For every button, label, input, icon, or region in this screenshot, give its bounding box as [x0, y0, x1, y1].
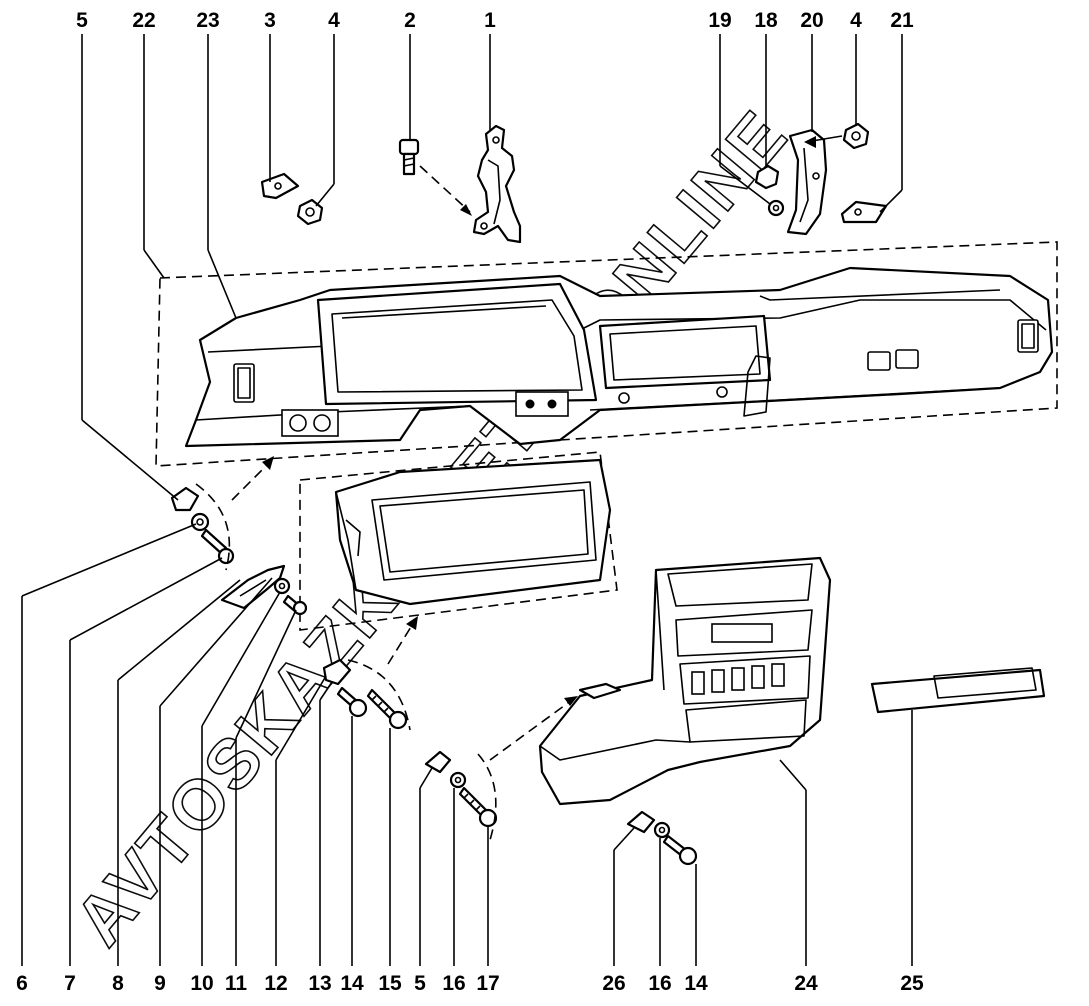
callout-bottom-10: 10: [190, 972, 213, 995]
lower-fasteners-group: [424, 750, 498, 828]
washer-16-right: [653, 821, 671, 839]
callout-top-20: 20: [800, 9, 823, 32]
right-switch-2: [895, 349, 919, 369]
callout-bottom-6: 6: [16, 972, 28, 995]
assembly-arrows: [231, 135, 843, 761]
callout-bottom-13: 13: [308, 972, 331, 995]
screw-11: [282, 594, 308, 616]
callout-bottom-12: 12: [264, 972, 287, 995]
callout-top-19: 19: [708, 9, 731, 32]
right-vent: [1017, 319, 1039, 353]
right-switch-1: [867, 351, 891, 371]
callout-bottom-16b: 16: [648, 972, 671, 995]
callout-bottom-26: 26: [602, 972, 625, 995]
callout-bottom-5: 5: [414, 972, 426, 995]
callout-top-4: 4: [328, 9, 340, 32]
left-fasteners-group: [170, 486, 308, 616]
diagram-title: Dashboard (instrument panel) assembly - …: [1060, 1001, 1085, 1004]
callout-bottom-15: 15: [378, 972, 402, 995]
callout-top-2: 2: [404, 9, 416, 32]
callout-bottom-7: 7: [64, 972, 76, 995]
main-panel-dashed-frame: [155, 241, 1058, 467]
callout-bottom-25: 25: [900, 972, 924, 995]
dashboard-main-panel: [184, 266, 1054, 448]
callout-bottom-9: 9: [154, 972, 166, 995]
callout-bottom-11: 11: [225, 972, 248, 995]
callout-bottom-17: 17: [476, 972, 499, 995]
callout-top-1: 1: [484, 9, 496, 32]
washer-16: [449, 771, 467, 789]
callout-top-5: 5: [76, 9, 88, 32]
leader-lines: [21, 34, 913, 966]
washer-6: [190, 512, 210, 532]
plate-clip-3: [260, 172, 300, 200]
callout-top-22: 22: [132, 9, 155, 32]
right-fasteners-group: [754, 122, 888, 236]
callout-top-18: 18: [754, 9, 778, 32]
screw-17: [458, 786, 498, 828]
side-bracket-20: [786, 128, 828, 236]
callout-top-4b: 4: [850, 9, 862, 32]
screw-15: [366, 688, 408, 730]
left-vent: [233, 363, 255, 403]
main-bracket: [472, 124, 522, 244]
callout-top-3: 3: [264, 9, 276, 32]
plate-21: [840, 200, 888, 224]
clip-26: [626, 810, 656, 834]
screw-14-right: [662, 834, 698, 866]
callout-bottom-24: 24: [794, 972, 818, 995]
bolt: [398, 138, 420, 176]
callout-bottom-14b: 14: [684, 972, 708, 995]
washer-19: [767, 199, 785, 217]
callout-top-21: 21: [890, 9, 914, 32]
center-console: [538, 556, 832, 806]
screw-14: [336, 686, 368, 718]
callouts-bottom: 6 7 8 9 10 11 12 13 14 15 5 16 17 26 16 …: [16, 972, 924, 995]
clip-5-lower: [424, 750, 452, 774]
nut-4-right: [842, 122, 870, 150]
callout-bottom-16: 16: [442, 972, 465, 995]
callout-bottom-8: 8: [112, 972, 124, 995]
middle-fasteners-group: [322, 658, 408, 730]
washer-10: [273, 577, 291, 595]
group-arcs: [195, 483, 497, 841]
console-fasteners-group: [626, 810, 698, 866]
screw-7: [200, 528, 235, 565]
callouts-top: 5 22 23 3 4 2 1 19 18 20 4 21: [76, 9, 914, 32]
nut-18: [754, 164, 780, 190]
callout-bottom-14: 14: [340, 972, 364, 995]
clip-5-left: [170, 486, 200, 512]
callout-top-23: 23: [196, 9, 219, 32]
ashtray-drawer: [870, 667, 1046, 714]
instrument-cluster-bezel: [334, 458, 612, 606]
instrument-cluster-dashed-frame: [299, 451, 618, 631]
